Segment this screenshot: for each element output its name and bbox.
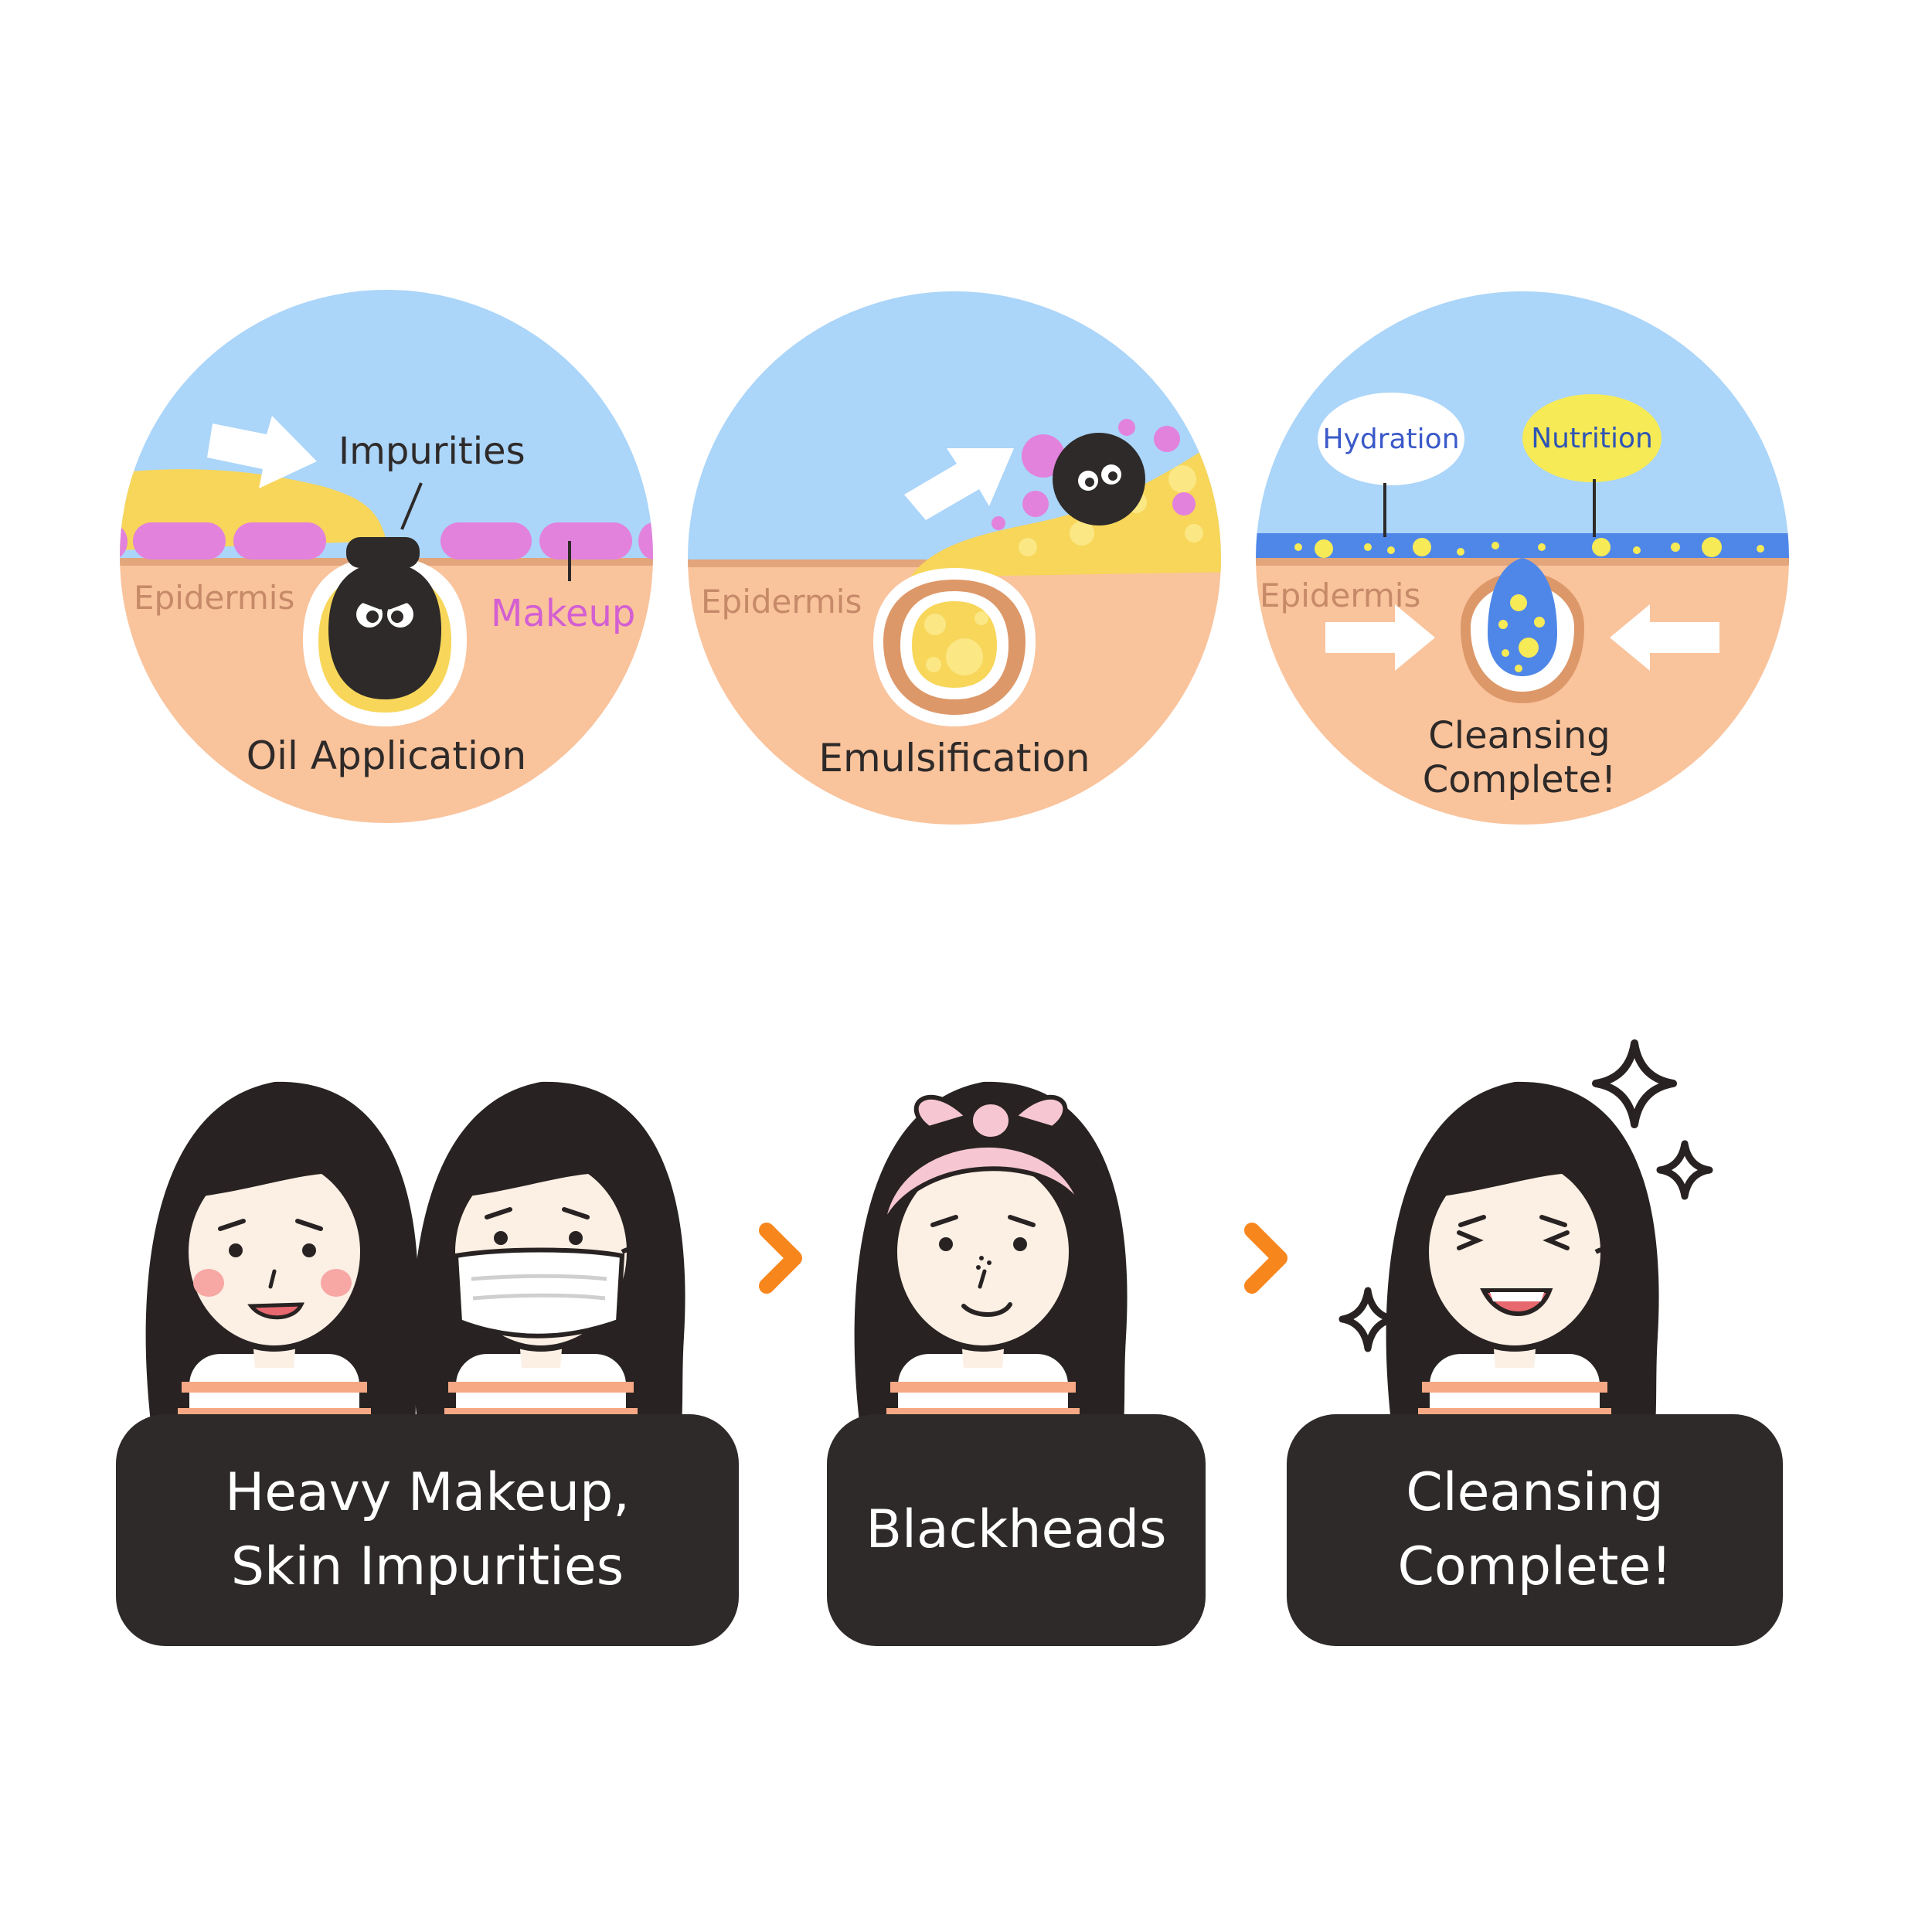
label-epidermis: Epidermis: [701, 583, 862, 621]
character-mask: [412, 1081, 685, 1476]
chevron-right-icon: [1244, 1223, 1287, 1294]
hydration-bubble: [1318, 393, 1464, 485]
nutrition-bubble: [1522, 394, 1662, 482]
character-happy: [1386, 1081, 1659, 1476]
sparkle-icon: [1592, 1039, 1677, 1128]
label-hydration: Hydration: [1322, 423, 1459, 455]
step-oil-application: Impurities Epidermis Makeup Oil Applicat…: [120, 290, 653, 823]
label-makeup: Makeup: [491, 592, 635, 635]
caption-cleansing-complete: Cleansing Complete!: [1287, 1414, 1783, 1646]
caption-heavy-makeup: Heavy Makeup, Skin Impurities: [116, 1414, 739, 1646]
step-emulsification: Epidermis Emulsification: [688, 291, 1221, 825]
sparkle-icon: [1338, 1287, 1397, 1352]
step-title-line2: Complete!: [1423, 758, 1617, 801]
caption-line: Heavy Makeup,: [225, 1462, 630, 1523]
white-arrow-icon: [207, 416, 317, 488]
caption-blackheads: Blackheads: [827, 1414, 1206, 1646]
dirt-blob-icon: [1053, 433, 1145, 526]
label-epidermis: Epidermis: [134, 579, 294, 617]
step-title-emulsification: Emulsification: [818, 736, 1090, 781]
headband: [880, 1143, 1086, 1230]
chevron-right-icon: [759, 1223, 802, 1294]
step-title-oil-application: Oil Application: [247, 733, 526, 778]
character-heavy-makeup: [145, 1081, 419, 1476]
label-epidermis: Epidermis: [1260, 577, 1420, 614]
white-arrow-icon: [1325, 604, 1435, 671]
step-title-line1: Cleansing: [1428, 714, 1610, 757]
label-impurities: Impurities: [338, 430, 526, 473]
caption-line: Cleansing: [1406, 1462, 1664, 1523]
caption-line: Blackheads: [866, 1499, 1167, 1560]
label-nutrition: Nutrition: [1531, 423, 1653, 454]
dirt-blob-icon: [328, 537, 441, 699]
water-layer: [1256, 533, 1789, 563]
face-mask: [453, 1247, 625, 1338]
sparkle-icon: [1656, 1140, 1713, 1200]
caption-line: Complete!: [1397, 1536, 1672, 1597]
white-arrow-icon: [1610, 604, 1719, 671]
white-arrow-icon: [904, 448, 1014, 520]
caption-line: Skin Impurities: [230, 1536, 624, 1597]
step-cleansing-complete: Hydration Nutrition Epidermis Cleansing …: [1256, 291, 1789, 825]
makeup-particle: [133, 522, 226, 560]
